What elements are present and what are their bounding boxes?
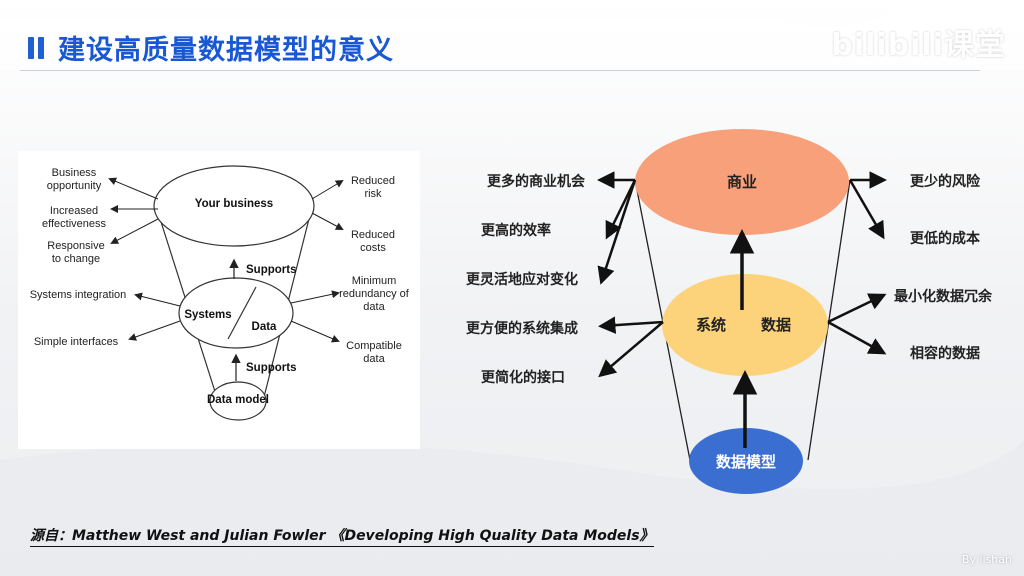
cn-left-arrow-4 bbox=[598, 316, 664, 334]
title-underline bbox=[20, 70, 980, 71]
cn-right-arrow-3 bbox=[827, 293, 887, 324]
cn-data-label: 数据 bbox=[761, 316, 791, 334]
cn-label-more-opportunity: 更多的商业机会 bbox=[487, 173, 586, 190]
left-arrow-1 bbox=[108, 177, 159, 200]
middle-divider bbox=[227, 286, 257, 340]
cn-right-arrow-4 bbox=[827, 320, 887, 355]
chinese-funnel-diagram: 商业 系统 数据 数据模型 更多的商业机会 更高的效率 更灵活地应对变化 更方便… bbox=[466, 129, 993, 494]
left-arrow-5 bbox=[128, 320, 181, 341]
left-arrow-4 bbox=[134, 292, 181, 307]
middle-ellipse bbox=[178, 277, 294, 349]
title-bar: 建设高质量数据模型的意义 bbox=[28, 28, 394, 67]
cn-systems-label: 系统 bbox=[696, 316, 726, 334]
cn-label-compatible-data: 相容的数据 bbox=[910, 345, 980, 362]
cn-label-system-integration: 更方便的系统集成 bbox=[466, 320, 578, 337]
cn-data-model-label: 数据模型 bbox=[716, 453, 776, 471]
cn-label-less-risk: 更少的风险 bbox=[910, 173, 981, 190]
systems-label: Systems bbox=[184, 309, 231, 321]
cn-right-arrow-2 bbox=[848, 179, 885, 240]
right-arrow-4 bbox=[290, 320, 340, 343]
title-marker-icon bbox=[28, 36, 44, 59]
top-ellipse-text: Your business bbox=[195, 198, 273, 210]
cn-label-simpler-interface: 更简化的接口 bbox=[481, 369, 565, 386]
cn-top-ellipse bbox=[635, 129, 849, 235]
cn-left-arrow-2 bbox=[605, 179, 637, 240]
supports-lower-label: Supports bbox=[246, 362, 296, 374]
data-model-label: Data model bbox=[207, 394, 269, 406]
data-label: Data bbox=[252, 321, 278, 333]
english-funnel-diagram: Your business Systems Data Data model Su… bbox=[30, 165, 410, 421]
cn-left-arrow-5 bbox=[598, 321, 664, 378]
source-citation: 源自：Matthew West and Julian Fowler 《Devel… bbox=[30, 525, 654, 547]
cn-label-lower-cost: 更低的成本 bbox=[910, 230, 981, 247]
right-arrow-3 bbox=[290, 290, 340, 304]
cn-label-higher-efficiency: 更高的效率 bbox=[481, 222, 551, 239]
top-ellipse-label: Your business bbox=[195, 198, 273, 210]
supports-upper-label: Supports bbox=[246, 264, 296, 276]
left-arrow-3 bbox=[110, 218, 159, 244]
cn-funnel-right-side bbox=[807, 179, 851, 461]
cn-label-flexible-change: 更灵活地应对变化 bbox=[466, 271, 578, 288]
cn-label-min-redundancy: 最小化数据冗余 bbox=[894, 288, 993, 305]
top-ellipse bbox=[153, 165, 315, 247]
cn-top-label: 商业 bbox=[727, 173, 757, 191]
label-simple-interfaces: Simple interfaces bbox=[34, 336, 119, 348]
label-systems-integration: Systems integration bbox=[30, 289, 127, 301]
cn-bottom-ellipse bbox=[689, 428, 803, 494]
bilibili-logo: bilibili课堂 bbox=[831, 28, 1006, 63]
bottom-ellipse bbox=[209, 381, 267, 421]
right-arrow-1 bbox=[311, 179, 344, 200]
author-credit: By lishan bbox=[961, 553, 1012, 566]
english-diagram-panel: Your business Systems Data Data model Su… bbox=[18, 151, 420, 449]
cn-middle-ellipse bbox=[662, 274, 828, 376]
chinese-diagram-panel: 商业 系统 数据 数据模型 更多的商业机会 更高的效率 更灵活地应对变化 更方便… bbox=[420, 110, 1024, 510]
slide-title: 建设高质量数据模型的意义 bbox=[58, 35, 394, 66]
right-arrow-2 bbox=[311, 212, 344, 230]
cn-left-arrow-3 bbox=[597, 179, 637, 285]
